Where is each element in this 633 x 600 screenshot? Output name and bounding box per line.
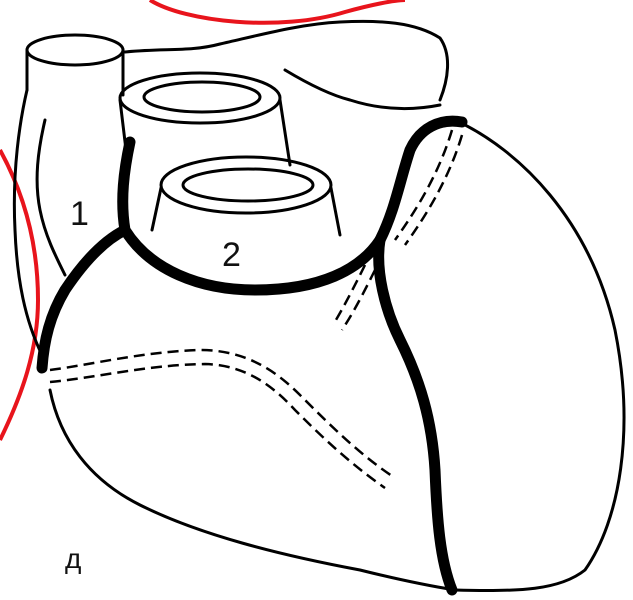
dashed-vessel-posterior-lower (50, 364, 385, 488)
annotation-circles (0, 0, 405, 440)
right-atrium-inner (37, 120, 65, 275)
vessel-1-body (27, 50, 123, 95)
pulmonary-outer-ring (161, 157, 331, 213)
aorta-body (120, 100, 290, 165)
heart-outline (14, 21, 624, 590)
vessel-1-top (27, 35, 123, 65)
pulmonary-inner-ring (183, 169, 313, 201)
label-vessel-1: 1 (70, 195, 89, 233)
annotation-circle-top (150, 0, 405, 23)
interventricular-groove (379, 240, 452, 590)
coronary-grooves (42, 121, 462, 590)
label-vessel-2: 2 (222, 236, 241, 274)
annotation-circle-left (0, 150, 38, 440)
atrium-upper-bump (285, 70, 440, 109)
left-ventricle-outline (455, 120, 624, 591)
dashed-vessel-posterior-upper (50, 350, 395, 478)
ventricle-bottom-outline (50, 390, 455, 590)
atrium-top-outline (125, 21, 448, 100)
label-panel-letter: д (65, 543, 81, 574)
aorta-inner-ring (144, 82, 260, 112)
